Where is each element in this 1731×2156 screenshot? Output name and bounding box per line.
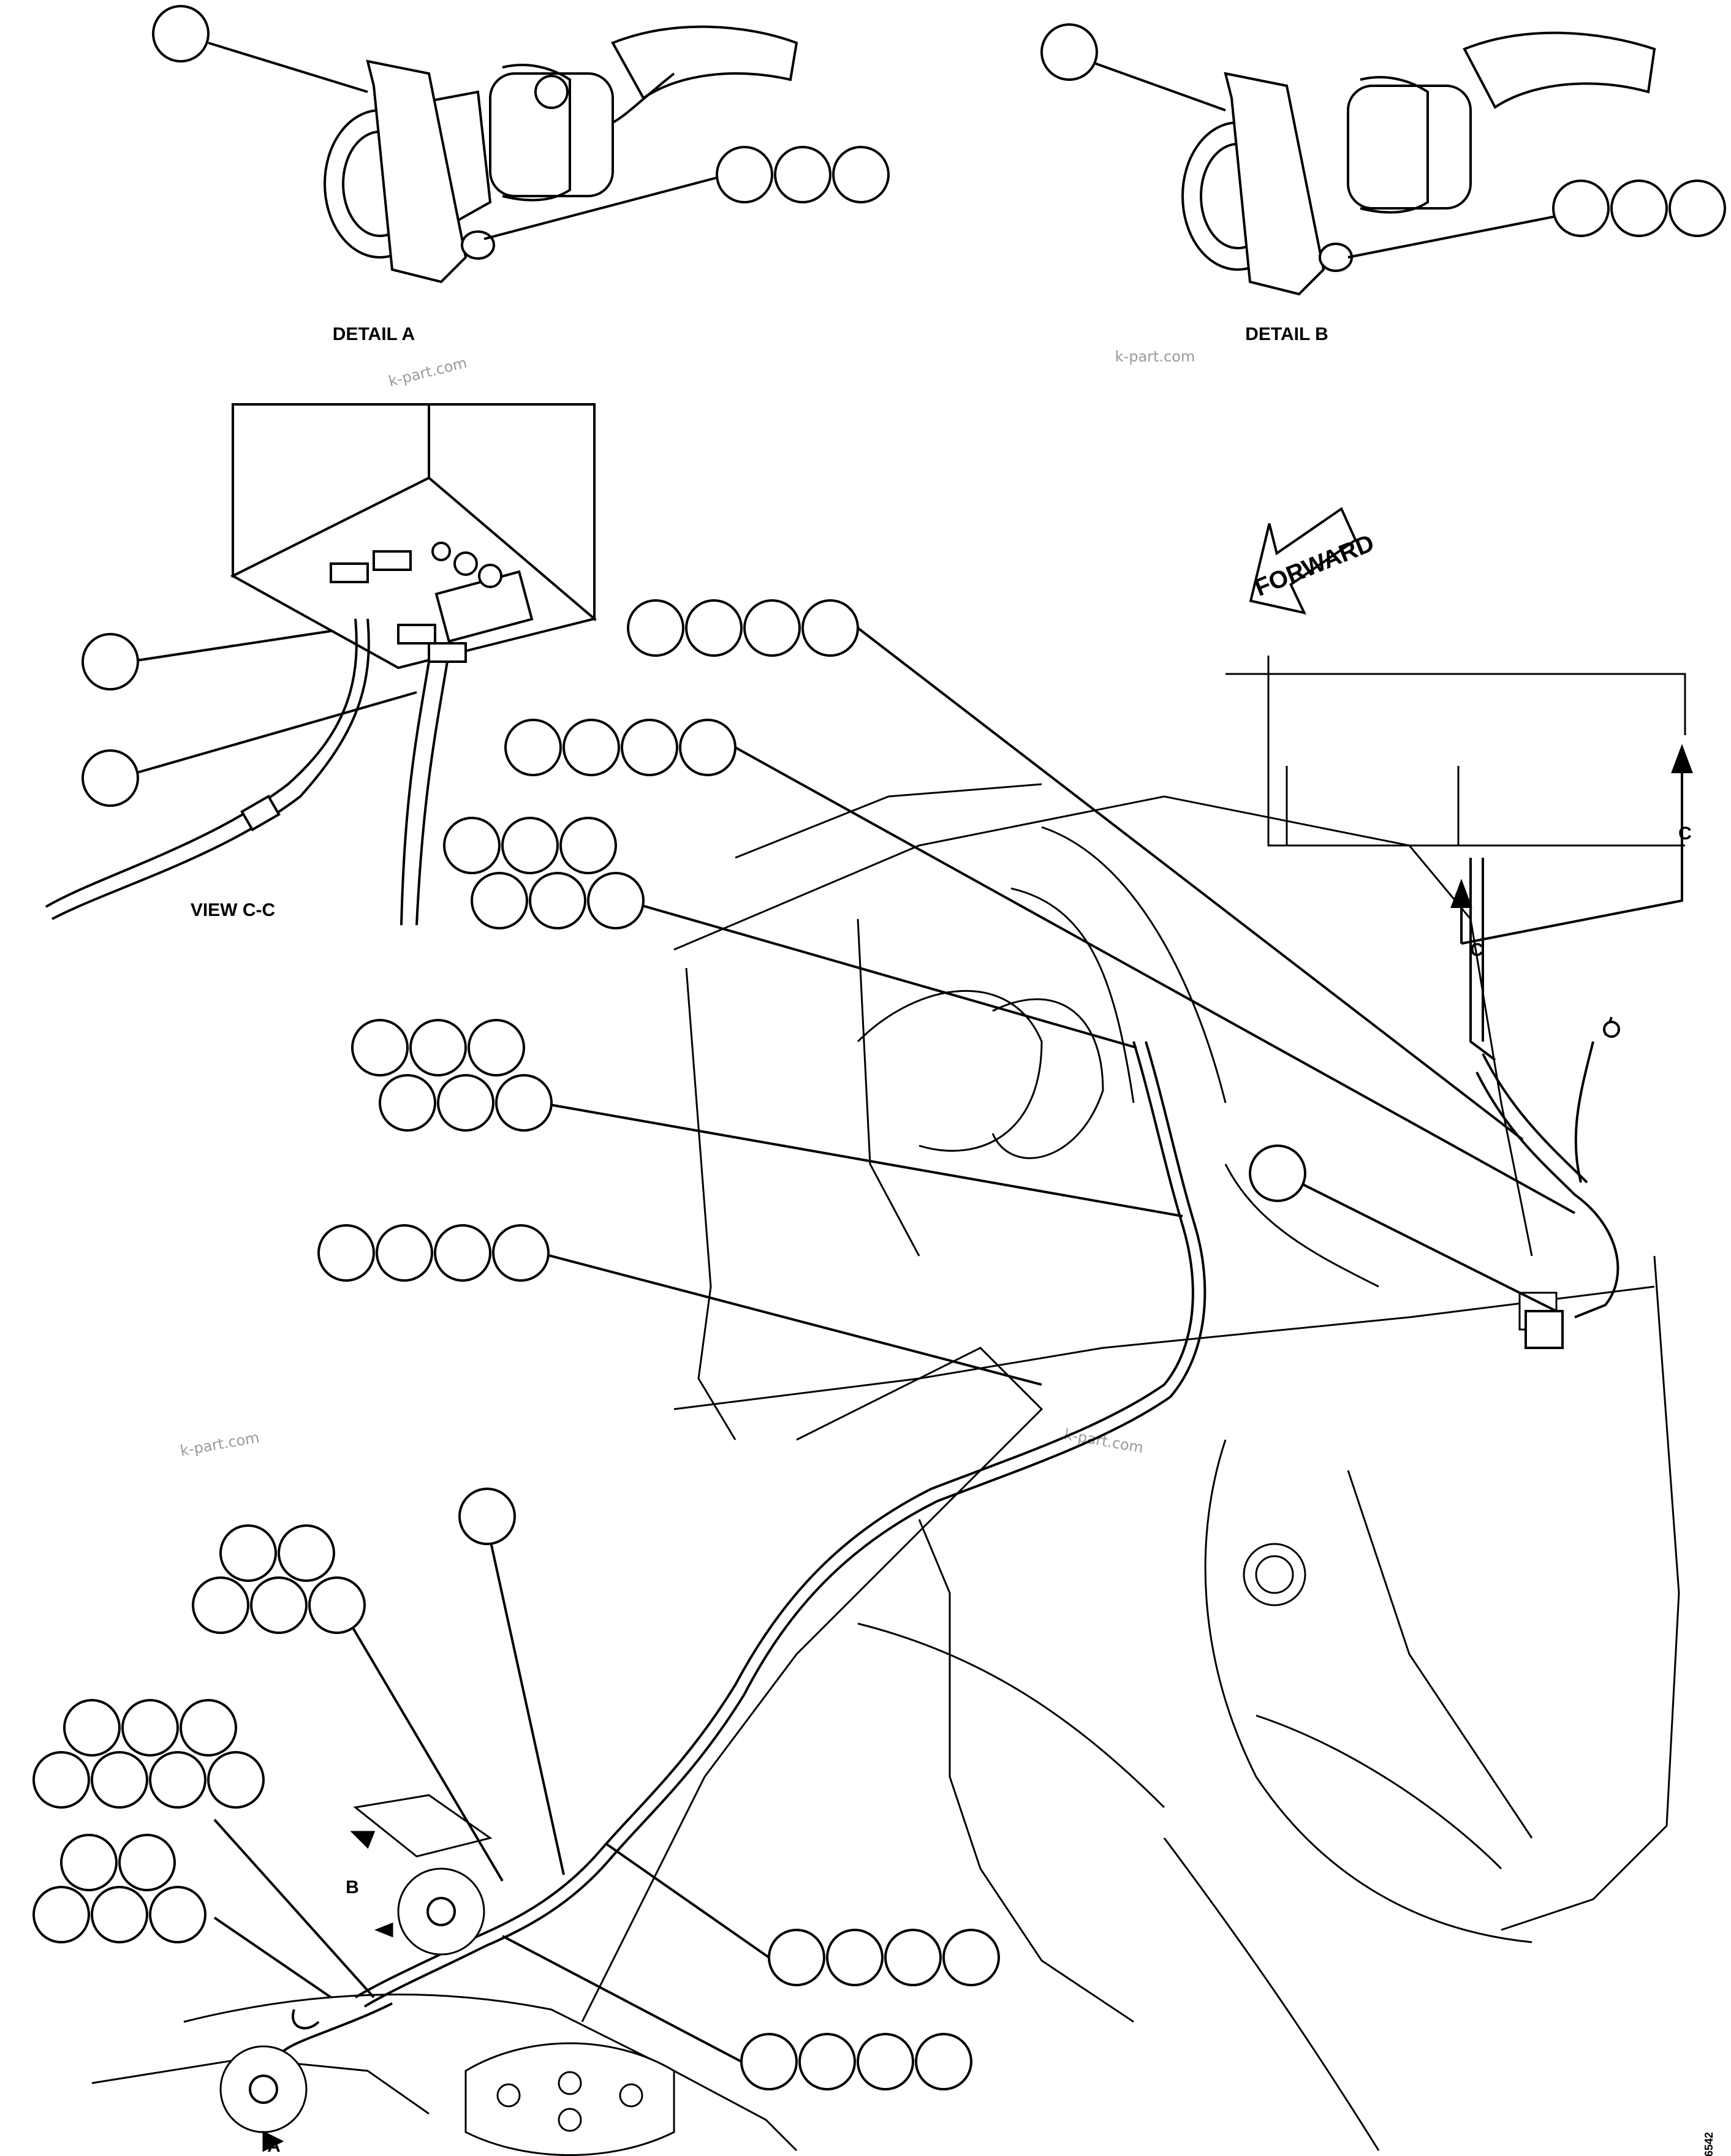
forward-arrow-icon xyxy=(1249,507,1357,615)
view-cc-cables xyxy=(45,618,449,926)
section-c-right-label: C xyxy=(1678,823,1692,844)
view-cc-box xyxy=(230,403,597,670)
main-callouts xyxy=(32,599,1575,2090)
detail-b-label: DETAIL B xyxy=(1245,324,1328,344)
watermark-1: k-part.com xyxy=(387,354,469,390)
detail-a-label: DETAIL A xyxy=(333,324,415,344)
drawing-number: 46542 xyxy=(1703,2132,1715,2156)
view-marker-arrows xyxy=(262,1831,393,2152)
watermark-2: k-part.com xyxy=(1115,348,1195,365)
section-c-left-label: C xyxy=(1470,940,1483,960)
view-marker-b: B xyxy=(346,1877,359,1897)
view-cc-label: VIEW C-C xyxy=(191,900,275,920)
watermark-3: k-part.com xyxy=(179,1429,261,1459)
main-harness xyxy=(219,858,1620,2133)
watermark-4: k-part.com xyxy=(1063,1426,1145,1456)
view-marker-a: A xyxy=(267,2136,281,2156)
detail-a-connector xyxy=(324,25,798,284)
detail-b-connector xyxy=(1181,31,1656,296)
detail-a-callouts xyxy=(152,5,890,240)
machine-frame xyxy=(91,656,1686,2156)
view-cc-callouts xyxy=(81,630,417,807)
detail-b-callouts xyxy=(1040,23,1726,259)
section-c-markers xyxy=(1450,744,1693,945)
